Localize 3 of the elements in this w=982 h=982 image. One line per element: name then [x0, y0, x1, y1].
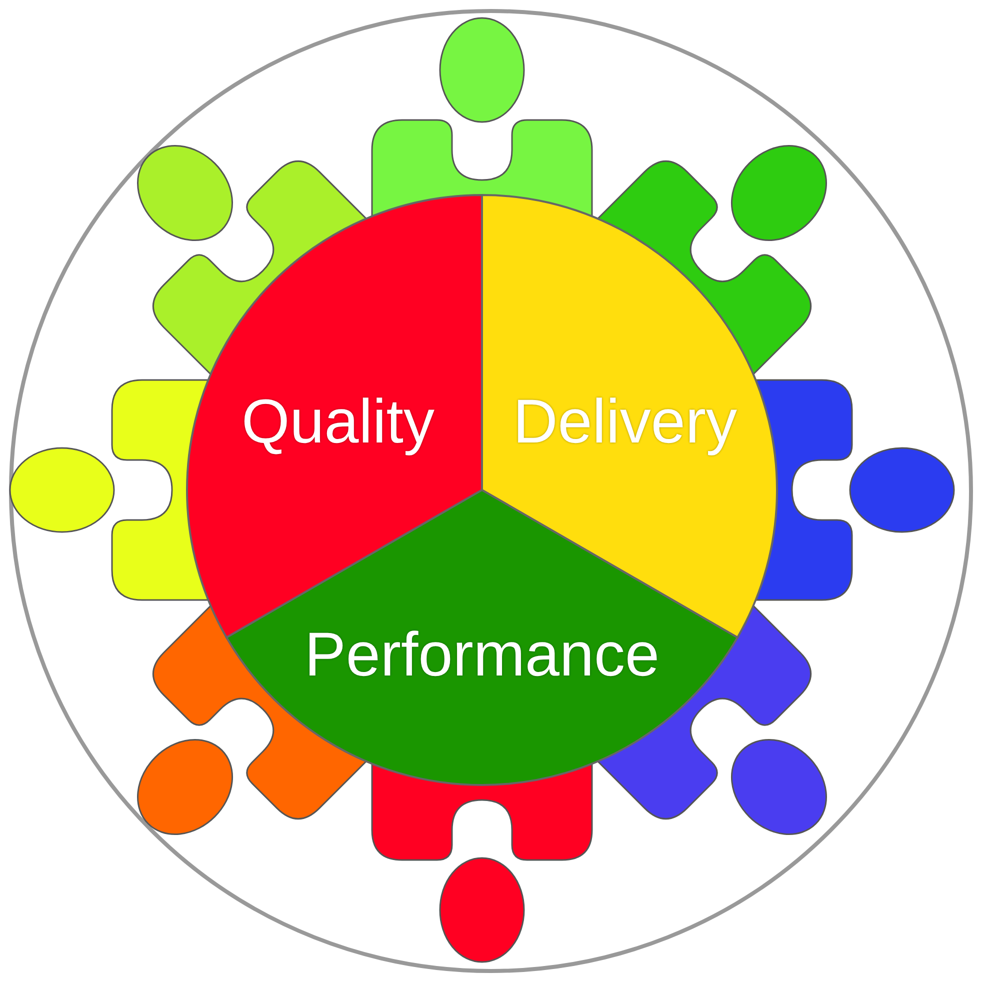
sector-label: Performance [304, 620, 660, 690]
sector-label: Delivery [513, 386, 737, 458]
sector-label: Quality [242, 386, 434, 458]
